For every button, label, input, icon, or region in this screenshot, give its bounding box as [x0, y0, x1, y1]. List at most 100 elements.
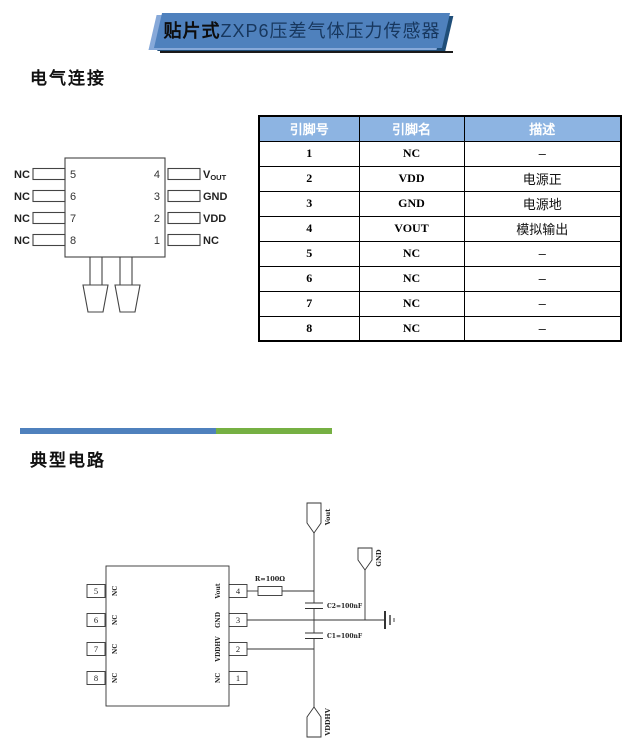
pin4-box [167, 167, 201, 181]
pin2-number: 2 [154, 213, 160, 225]
page-title-rest: ZXP6压差气体压力传感器 [220, 21, 441, 41]
header-pin-number: 引脚号 [258, 115, 360, 142]
circuit-pin8-label: NC [112, 673, 119, 683]
pin8-number: 8 [70, 235, 76, 247]
pin8-box [32, 233, 66, 247]
pin1-label: NC [203, 235, 219, 247]
circuit-pin5-number: 5 [94, 586, 98, 596]
pin2-box [167, 211, 201, 225]
table-row: 7 NC – [258, 290, 622, 317]
chip-body [64, 157, 166, 258]
ground-symbol [384, 611, 395, 629]
pin6-label: NC [14, 191, 30, 203]
circuit-pin7-box [86, 642, 106, 656]
pin7-label: NC [14, 213, 30, 225]
pin-name-cell: NC [358, 265, 465, 292]
circuit-pin4-number: 4 [236, 586, 241, 596]
pin5-number: 5 [70, 169, 76, 181]
circuit-pin4-label: Vout [215, 583, 222, 599]
circuit-pin3-number: 3 [236, 615, 240, 625]
typical-circuit-diagram: 5 6 7 8 4 3 2 1 NC NC NC NC Vout GND VDD… [86, 502, 395, 738]
circuit-pin6-label: NC [112, 615, 119, 625]
divider-blue-bar [20, 428, 216, 434]
circuit-chip-body [105, 565, 230, 707]
divider-green-bar [216, 428, 332, 434]
pin3-box [167, 189, 201, 203]
circuit-pin1-box [228, 671, 248, 685]
circuit-pin2-label: VDDHV [215, 636, 222, 663]
table-header-row: 引脚号 引脚名 描述 [258, 115, 622, 142]
cap2-label: C2=100nF [327, 603, 363, 610]
vout-terminal-flag [306, 502, 322, 534]
pin3-number: 3 [154, 191, 160, 203]
pin5-label: NC [14, 169, 30, 181]
pin4-number: 4 [154, 169, 160, 181]
pin-number-cell: 4 [258, 215, 360, 242]
pressure-port-left [82, 257, 109, 313]
pin6-box [32, 189, 66, 203]
pin-number-cell: 7 [258, 290, 360, 317]
circuit-pin5-box [86, 584, 106, 598]
header-pin-name: 引脚名 [358, 115, 465, 142]
circuit-pin2-number: 2 [236, 644, 240, 654]
circuit-pin7-number: 7 [94, 644, 98, 654]
circuit-pin6-number: 6 [94, 615, 98, 625]
circuit-pin3-label: GND [215, 612, 222, 628]
pin8-label: NC [14, 235, 30, 247]
pin-desc-cell: – [463, 265, 622, 292]
pin-name-cell: VOUT [358, 215, 465, 242]
table-row: 4 VOUT 模拟输出 [258, 215, 622, 242]
header-pin-desc: 描述 [463, 115, 622, 142]
pin-desc-cell: 模拟输出 [463, 215, 622, 242]
pin-number-cell: 8 [258, 315, 360, 342]
table-row: 2 VDD 电源正 [258, 165, 622, 192]
table-row: 3 GND 电源地 [258, 190, 622, 217]
pin5-box [32, 167, 66, 181]
pin-name-cell: GND [358, 190, 465, 217]
pressure-port-right [114, 257, 141, 313]
pin7-number: 7 [70, 213, 76, 225]
pin-desc-cell: 电源正 [463, 165, 622, 192]
pin-number-cell: 5 [258, 240, 360, 267]
pin-name-cell: NC [358, 290, 465, 317]
pinout-diagram: NC NC NC NC 5 6 7 8 4 3 2 1 VOUT GND VDD… [14, 157, 228, 313]
pin-number-cell: 1 [258, 140, 360, 167]
pin-name-cell: NC [358, 315, 465, 342]
pin1-number: 1 [154, 235, 160, 247]
pin-desc-cell: – [463, 240, 622, 267]
pin4-label: VOUT [203, 169, 227, 182]
circuit-pin1-number: 1 [236, 673, 240, 683]
pin-desc-cell: – [463, 290, 622, 317]
section-title-electrical: 电气连接 [30, 69, 106, 88]
table-row: 1 NC – [258, 140, 622, 167]
page-title: 贴片式ZXP6压差气体压力传感器 [150, 17, 454, 45]
resistor-label: R=100Ω [255, 575, 285, 583]
circuit-pin7-label: NC [112, 644, 119, 654]
pin-table: 引脚号 引脚名 描述 1 NC – 2 VDD 电源正 3 GN [258, 115, 622, 342]
pin3-label: GND [203, 191, 228, 203]
circuit-pin8-box [86, 671, 106, 685]
circuit-pin1-label: NC [215, 673, 222, 683]
vddhv-terminal-flag [306, 706, 322, 738]
pin2-label: VDD [203, 213, 226, 225]
pin6-number: 6 [70, 191, 76, 203]
table-row: 6 NC – [258, 265, 622, 292]
vddhv-terminal-label: VDDHV [324, 707, 332, 736]
pin-number-cell: 6 [258, 265, 360, 292]
pin-name-cell: VDD [358, 165, 465, 192]
circuit-pin5-label: NC [112, 586, 119, 596]
pin-desc-cell: – [463, 140, 622, 167]
gnd-terminal-flag [357, 547, 373, 571]
gnd-terminal-label: GND [375, 549, 383, 566]
pin1-box [167, 233, 201, 247]
pin-number-cell: 3 [258, 190, 360, 217]
page-title-bold: 贴片式 [163, 21, 221, 41]
table-row: 8 NC – [258, 315, 622, 342]
pin7-box [32, 211, 66, 225]
section-title-circuit: 典型电路 [30, 451, 106, 470]
circuit-pin6-box [86, 613, 106, 627]
cap1-label: C1=100nF [327, 633, 363, 640]
vout-terminal-label: Vout [324, 509, 332, 527]
pin-name-cell: NC [358, 240, 465, 267]
pin-desc-cell: – [463, 315, 622, 342]
